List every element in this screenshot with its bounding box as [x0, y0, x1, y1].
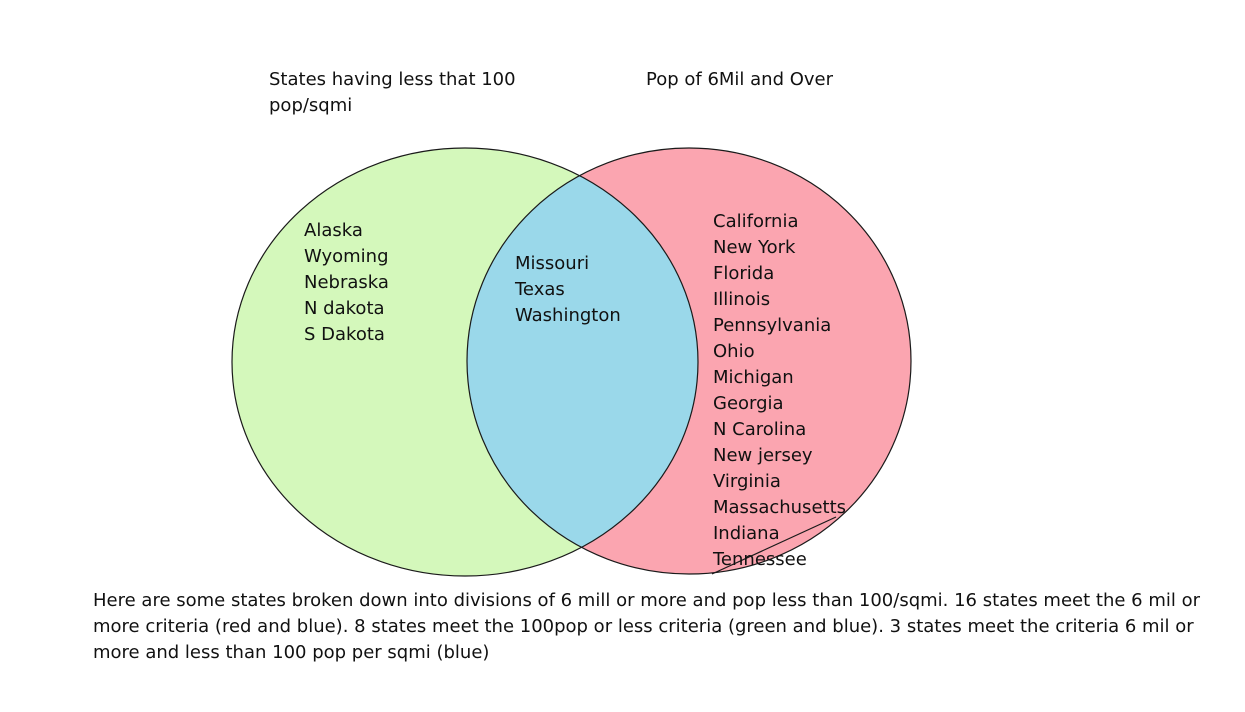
list-item: Ohio [713, 341, 755, 362]
list-item: Georgia [713, 393, 784, 414]
list-item: Alaska [304, 220, 363, 241]
right-set-outline [466, 147, 912, 575]
intersection-region [467, 148, 698, 574]
left-set-heading-line1: States having less that 100 [269, 69, 516, 90]
right-only-list: California New York Florida Illinois Pen… [713, 209, 846, 573]
left-only-list: Alaska Wyoming Nebraska N dakota S Dakot… [304, 218, 389, 348]
list-item: Indiana [713, 523, 780, 544]
list-item: New jersey [713, 445, 813, 466]
list-item: Nebraska [304, 272, 389, 293]
list-item: S Dakota [304, 324, 385, 345]
intersection-list: Missouri Texas Washington [515, 251, 621, 329]
list-item: Tennessee [713, 549, 807, 570]
list-item: Virginia [713, 471, 781, 492]
left-set-outline [231, 147, 699, 577]
list-item: Texas [515, 279, 565, 300]
list-item: N dakota [304, 298, 385, 319]
list-item: California [713, 211, 799, 232]
list-item: Washington [515, 305, 621, 326]
list-item: Missouri [515, 253, 590, 274]
list-item: N Carolina [713, 419, 807, 440]
list-item: Illinois [713, 289, 771, 310]
right-set-heading: Pop of 6Mil and Over [646, 69, 834, 90]
stray-line [711, 516, 837, 575]
left-set-heading-line2: pop/sqmi [269, 95, 353, 116]
list-item: Florida [713, 263, 775, 284]
list-item: Pennsylvania [713, 315, 832, 336]
caption-text: Here are some states broken down into di… [93, 590, 1200, 663]
list-item: Massachusetts [713, 497, 847, 518]
list-item: New York [713, 237, 796, 258]
list-item: Michigan [713, 367, 794, 388]
list-item: Wyoming [304, 246, 389, 267]
